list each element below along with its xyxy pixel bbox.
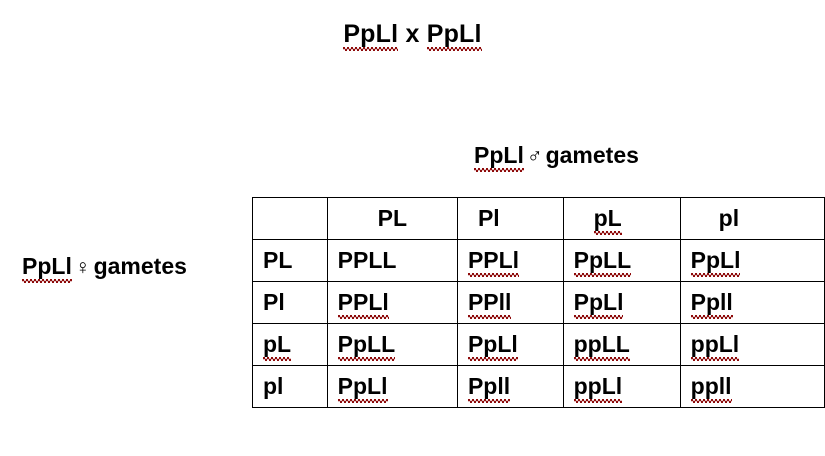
cell-r3c1: PpLL <box>326 323 458 366</box>
female-parent-genotype: PpLl <box>22 253 72 283</box>
row-header-4-text: pl <box>263 373 284 399</box>
cell-r4c2-text: Ppll <box>467 372 511 403</box>
row-header-1-text: PL <box>263 247 293 273</box>
column-header-1-text: PL <box>377 205 408 231</box>
cell-r4c3-text: ppLl <box>573 372 623 403</box>
corner-cell <box>252 197 328 240</box>
male-gametes-text: gametes <box>545 142 639 168</box>
table-row: pL PpLL PpLl ppLL ppLl <box>252 323 825 366</box>
cell-r3c2-text: PpLl <box>467 330 518 361</box>
female-symbol-icon: ♀ <box>74 256 91 279</box>
male-parent-genotype: PpLl <box>474 142 524 172</box>
page-title: PpLl x PpLl <box>0 20 825 51</box>
cell-r1c2: PPLl <box>456 239 564 282</box>
table-header-row: PL Pl pL pl <box>252 197 825 240</box>
cell-r4c4: ppll <box>679 365 825 408</box>
cell-r1c3-text: PpLL <box>573 246 632 277</box>
cell-r4c3: ppLl <box>562 365 681 408</box>
table-row: Pl PPLl PPll PpLl Ppll <box>252 281 825 324</box>
title-cross-operator: x <box>405 20 420 48</box>
cell-r2c1-text: PPLl <box>337 288 389 319</box>
cell-r1c4: PpLl <box>679 239 825 282</box>
cell-r2c4-text: Ppll <box>690 288 733 319</box>
cell-r2c1: PPLl <box>326 281 458 324</box>
row-header-4: pl <box>252 365 328 408</box>
cell-r1c1: PPLL <box>326 239 458 282</box>
cell-r2c3-text: PpLl <box>573 288 624 319</box>
cell-r2c4: Ppll <box>679 281 825 324</box>
cell-r4c2: Ppll <box>456 365 564 408</box>
cell-r1c2-text: PPLl <box>467 246 520 277</box>
punnett-square-table: PL Pl pL pl PL PPLL PPLl PpLL PpLl Pl PP… <box>252 197 825 408</box>
cell-r2c2: PPll <box>456 281 564 324</box>
title-left-parent-genotype: PpLl <box>343 20 399 51</box>
column-header-3-text: pL <box>593 204 622 235</box>
cell-r4c1: PpLl <box>326 365 458 408</box>
column-header-1: PL <box>326 197 458 240</box>
cell-r3c2: PpLl <box>456 323 564 366</box>
title-right-parent-genotype: PpLl <box>426 20 482 51</box>
row-header-2-text: Pl <box>263 289 285 315</box>
table-row: pl PpLl Ppll ppLl ppll <box>252 365 825 408</box>
cell-r3c3-text: ppLL <box>573 330 631 361</box>
cell-r3c4-text: ppLl <box>690 330 740 361</box>
column-header-2: Pl <box>456 197 564 240</box>
female-gametes-text: gametes <box>93 253 187 279</box>
female-gametes-label: PpLl♀gametes <box>22 253 187 283</box>
cell-r4c4-text: ppll <box>690 372 732 403</box>
cell-r2c2-text: PPll <box>467 288 512 319</box>
column-header-2-text: Pl <box>477 205 500 231</box>
cell-r1c3: PpLL <box>562 239 681 282</box>
column-header-4: pl <box>679 197 825 240</box>
cell-r1c1-text: PPLL <box>337 247 397 273</box>
column-header-4-text: pl <box>718 205 740 231</box>
cell-r2c3: PpLl <box>562 281 681 324</box>
cell-r3c4: ppLl <box>679 323 825 366</box>
row-header-2: Pl <box>252 281 328 324</box>
table-row: PL PPLL PPLl PpLL PpLl <box>252 239 825 282</box>
row-header-1: PL <box>252 239 328 282</box>
cell-r3c3: ppLL <box>562 323 681 366</box>
row-header-3: pL <box>252 323 328 366</box>
column-header-3: pL <box>562 197 681 240</box>
male-gametes-label: PpLl♂gametes <box>474 142 639 172</box>
cell-r4c1-text: PpLl <box>337 372 388 403</box>
row-header-3-text: pL <box>263 330 292 361</box>
cell-r1c4-text: PpLl <box>690 246 741 277</box>
male-symbol-icon: ♂ <box>526 145 543 168</box>
cell-r3c1-text: PpLL <box>337 330 396 361</box>
